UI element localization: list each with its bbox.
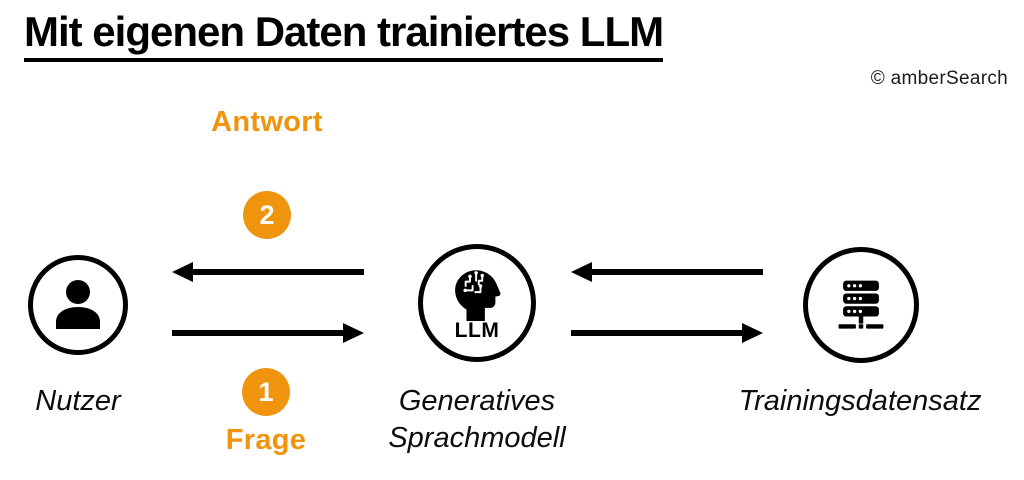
- page-title: Mit eigenen Daten trainiertes LLM: [24, 8, 664, 62]
- node-training: [803, 247, 919, 363]
- step-badge-answer: 2: [243, 191, 291, 239]
- question-label: Frage: [225, 424, 307, 456]
- step-number-question: 1: [258, 376, 274, 407]
- step-number-answer: 2: [259, 199, 275, 230]
- copyright-label: © amberSearch: [870, 68, 1008, 89]
- answer-label: Antwort: [211, 106, 323, 138]
- arrow-llm-to-training: [571, 323, 763, 343]
- node-label-llm: Generatives Sprachmodell: [388, 385, 566, 454]
- arrowhead-right-icon: [742, 323, 763, 343]
- node-label-training: Trainingsdatensatz: [738, 385, 982, 417]
- arrowhead-left-icon: [571, 262, 592, 282]
- step-badge-question: 1: [242, 368, 290, 416]
- node-label-user: Nutzer: [35, 385, 121, 417]
- arrowhead-left-icon: [172, 262, 193, 282]
- arrow-user-to-llm: [172, 323, 364, 343]
- node-user: [28, 255, 128, 355]
- brain-circuit-head-icon: [455, 269, 501, 321]
- user-icon: [56, 280, 100, 329]
- server-icon: [838, 280, 884, 329]
- llm-caption: LLM: [454, 318, 500, 342]
- arrowhead-right-icon: [343, 323, 364, 343]
- arrow-llm-to-user: [172, 262, 364, 282]
- arrow-training-to-llm: [571, 262, 763, 282]
- node-llm: LLM: [418, 244, 536, 362]
